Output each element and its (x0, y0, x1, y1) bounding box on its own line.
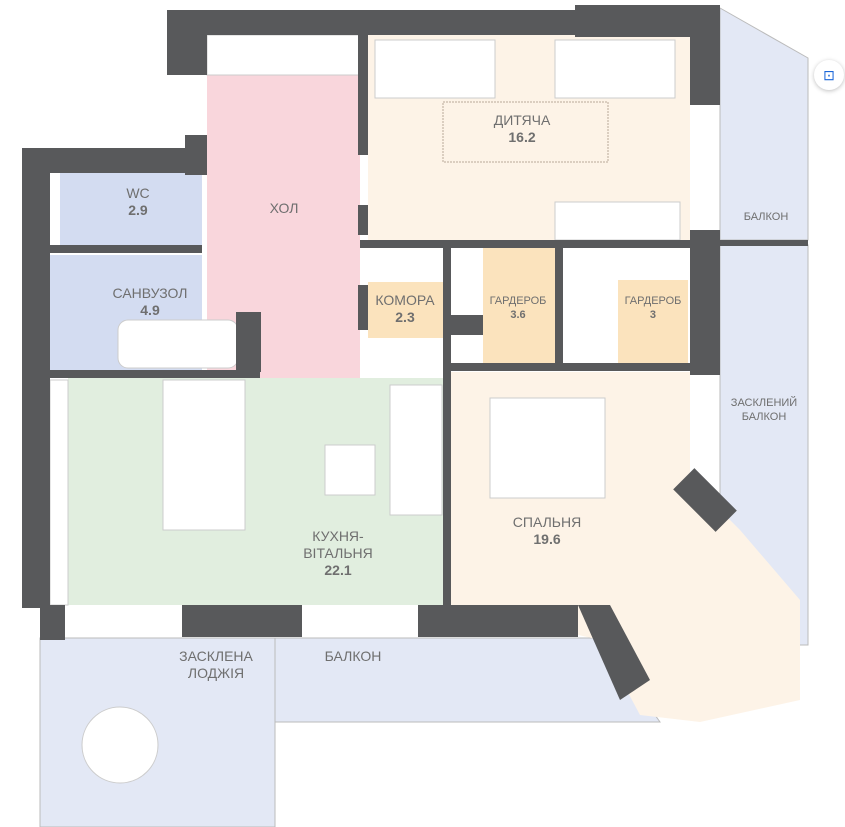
room-balcony-bottom-label: БАЛКОН (325, 648, 382, 665)
room-name: ХОЛ (269, 200, 299, 216)
room-area: 3 (649, 309, 657, 321)
room-name: КУХНЯ- (312, 528, 364, 544)
room-glazed-balcony-label: ЗАСКЛЕНИЙ БАЛКОН (731, 396, 797, 424)
room-area: 4.9 (140, 302, 160, 318)
room-area: 2.3 (395, 309, 415, 325)
furniture (49, 39, 681, 784)
room-name: БАЛКОН (324, 648, 382, 664)
room-name: КОМОРА (375, 292, 435, 308)
room-name: БАЛКОН (743, 211, 789, 223)
room-name: ГАРДЕРОБ (624, 295, 682, 307)
lens-scan-icon[interactable]: ⊡ (814, 60, 844, 90)
room-area: 22.1 (324, 562, 352, 578)
room-name: ЗАСКЛЕНА (179, 648, 253, 664)
wardrobe1-area (483, 248, 555, 363)
room-area: 2.9 (128, 202, 148, 218)
loggia-area (39, 637, 276, 827)
room-name: ЗАСКЛЕНИЙ (730, 397, 798, 409)
room-name: WC (126, 185, 150, 201)
room-wardrobe2-label: ГАРДЕРОБ 3 (625, 294, 682, 322)
hall-closet (206, 34, 361, 76)
room-balcony-top-label: БАЛКОН (744, 210, 789, 224)
balcony-top-area (719, 7, 809, 241)
storage-area (368, 282, 443, 338)
wc-area (60, 173, 202, 248)
rug (442, 101, 609, 163)
wardrobe2-area (618, 280, 688, 363)
room-area: 19.6 (533, 531, 561, 547)
room-name: ДИТЯЧА (493, 112, 551, 128)
room-name: САНВУЗОЛ (112, 285, 188, 301)
room-name: СПАЛЬНЯ (512, 514, 582, 530)
room-name: ГАРДЕРОБ (489, 295, 547, 307)
walls (22, 5, 808, 700)
room-hall-label: ХОЛ (270, 200, 299, 217)
room-area: 16.2 (508, 129, 536, 145)
room-name: ВІТАЛЬНЯ (303, 545, 373, 561)
balcony-bottom-area (274, 637, 661, 723)
room-wardrobe1-label: ГАРДЕРОБ 3.6 (490, 294, 547, 322)
room-area: 3.6 (510, 309, 526, 321)
room-name: БАЛКОН (741, 411, 787, 423)
room-name: ЛОДЖІЯ (187, 665, 245, 681)
kitchen-area (68, 378, 445, 605)
